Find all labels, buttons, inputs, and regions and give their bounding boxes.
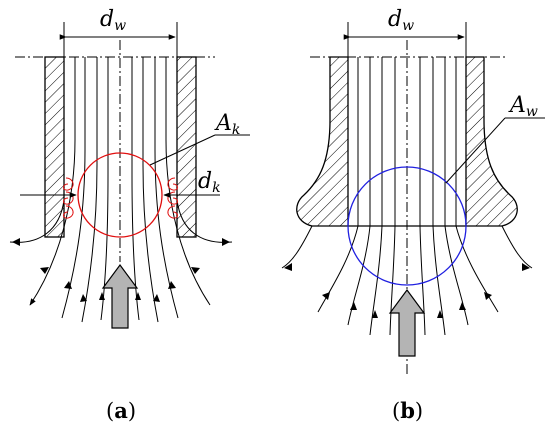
- panel-a-caption: (a): [106, 398, 136, 423]
- svg-text:dw: dw: [388, 7, 414, 34]
- panel-b-flow-arrows: [284, 263, 530, 318]
- panel-a-left-wall: [44, 56, 65, 238]
- panel-b-inflow-arrow: [388, 288, 426, 357]
- panel-b-caption: (b): [392, 398, 423, 423]
- panel-b-right-wall: [465, 56, 518, 227]
- panel-b-dw-subscript: w: [402, 18, 414, 34]
- panel-b-area-subscript: w: [526, 104, 538, 120]
- panel-a-right-wall: [176, 56, 197, 238]
- panel-a-area-label: A: [214, 111, 232, 136]
- panel-a: dw: [9, 7, 250, 423]
- svg-text:dw: dw: [100, 7, 126, 34]
- panel-a-streamlines: [9, 57, 233, 323]
- panel-a-dw-label: d: [100, 7, 114, 32]
- panel-b: dw Aw: [281, 7, 545, 423]
- panel-a-area-subscript: k: [232, 122, 240, 138]
- panel-b-left-wall: [296, 56, 349, 227]
- panel-b-streamlines: [281, 57, 533, 336]
- panel-a-dk-label: d: [198, 169, 212, 194]
- panel-a-dim-dw: dw: [59, 7, 178, 57]
- panel-a-inflow-arrow: [101, 263, 139, 329]
- panel-b-dw-label: d: [388, 7, 402, 32]
- panel-a-area-circle: [77, 152, 163, 238]
- svg-text:Ak: Ak: [214, 111, 240, 138]
- panel-a-dk-subscript: k: [212, 180, 220, 196]
- panel-b-area-leader: [445, 117, 506, 184]
- panel-b-area-circle: [347, 166, 467, 286]
- svg-text:Aw: Aw: [508, 93, 538, 120]
- panel-a-area-leader: [149, 134, 216, 166]
- panel-a-dim-dk: dk: [20, 169, 221, 198]
- panel-b-dim-dw: dw: [343, 7, 467, 57]
- svg-text:dk: dk: [198, 169, 221, 196]
- panel-b-area-label: A: [508, 93, 526, 118]
- panel-a-flow-arrows: [12, 238, 230, 302]
- panel-a-dw-subscript: w: [114, 18, 126, 34]
